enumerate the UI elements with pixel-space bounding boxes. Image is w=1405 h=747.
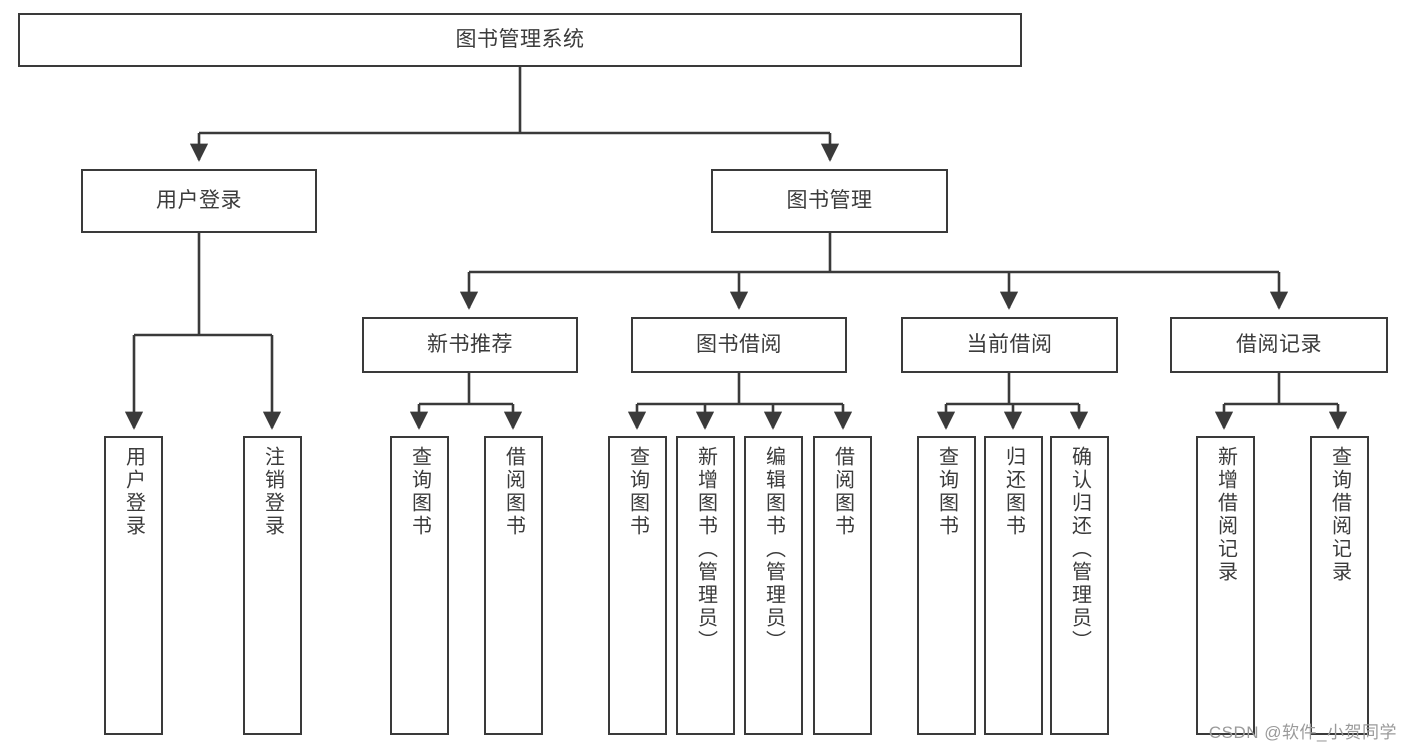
node-label: 查询图书 <box>408 446 431 538</box>
node-label: 新增图书（管理员） <box>694 446 717 653</box>
node-label: 归还图书 <box>1002 446 1025 538</box>
node-label: 注销登录 <box>261 446 284 538</box>
leaf-query-books-new-recommend[interactable]: 查询图书 <box>390 436 449 735</box>
node-label: 借阅图书 <box>831 446 854 538</box>
node-label: 用户登录 <box>156 188 242 212</box>
leaf-return-books[interactable]: 归还图书 <box>984 436 1043 735</box>
leaf-borrow-books[interactable]: 借阅图书 <box>813 436 872 735</box>
node-label: 编辑图书（管理员） <box>762 446 785 653</box>
leaf-add-book-admin[interactable]: 新增图书（管理员） <box>676 436 735 735</box>
leaf-logout[interactable]: 注销登录 <box>243 436 302 735</box>
leaf-borrow-books-new-recommend[interactable]: 借阅图书 <box>484 436 543 735</box>
node-user-login[interactable]: 用户登录 <box>81 169 317 233</box>
node-label: 图书管理系统 <box>455 27 585 51</box>
leaf-user-login[interactable]: 用户登录 <box>104 436 163 735</box>
leaf-query-borrow-record[interactable]: 查询借阅记录 <box>1310 436 1369 735</box>
node-label: 图书借阅 <box>696 332 782 356</box>
node-label: 用户登录 <box>122 446 145 538</box>
node-new-book-recommendation[interactable]: 新书推荐 <box>362 317 578 373</box>
node-label: 查询图书 <box>626 446 649 538</box>
node-current-borrowing[interactable]: 当前借阅 <box>901 317 1118 373</box>
node-label: 查询借阅记录 <box>1328 446 1351 584</box>
node-label: 借阅图书 <box>502 446 525 538</box>
node-label: 查询图书 <box>935 446 958 538</box>
node-label: 借阅记录 <box>1236 332 1322 356</box>
leaf-confirm-return-admin[interactable]: 确认归还（管理员） <box>1050 436 1109 735</box>
node-borrowing-record[interactable]: 借阅记录 <box>1170 317 1388 373</box>
node-root-library-management-system[interactable]: 图书管理系统 <box>18 13 1022 67</box>
watermark-text: CSDN @软件_小贺同学 <box>1208 723 1397 742</box>
node-label: 当前借阅 <box>966 332 1053 356</box>
node-label: 确认归还（管理员） <box>1068 446 1091 653</box>
leaf-add-borrow-record[interactable]: 新增借阅记录 <box>1196 436 1255 735</box>
node-label: 新增借阅记录 <box>1214 446 1237 584</box>
node-label: 图书管理 <box>786 188 873 212</box>
leaf-query-books-current[interactable]: 查询图书 <box>917 436 976 735</box>
node-book-borrowing[interactable]: 图书借阅 <box>631 317 847 373</box>
node-book-management[interactable]: 图书管理 <box>711 169 948 233</box>
leaf-query-books-borrow[interactable]: 查询图书 <box>608 436 667 735</box>
leaf-edit-book-admin[interactable]: 编辑图书（管理员） <box>744 436 803 735</box>
node-label: 新书推荐 <box>427 332 513 356</box>
